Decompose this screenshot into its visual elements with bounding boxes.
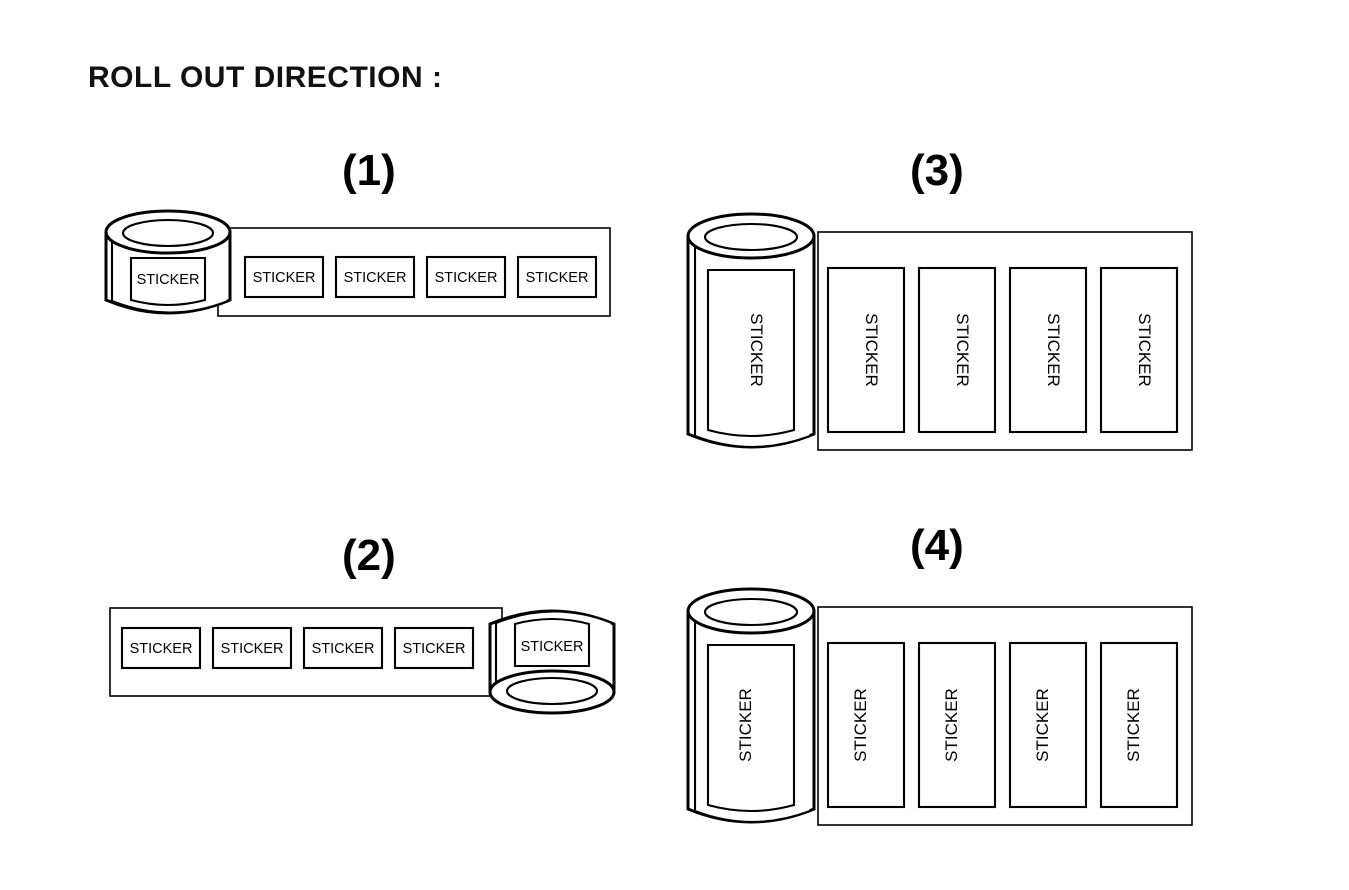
figure-1-number: (1) [342,146,396,195]
figure-1-label-box-3 [334,255,416,299]
figure-1-label-text-1: STICKER [137,272,200,288]
figure-roll-out-direction-2: (2) STICKER STICKER STICKER STICKER STIC… [90,525,630,735]
figure-3-label-text-1: STICKER [747,313,766,387]
figure-4-label-text-4: STICKER [1033,688,1052,762]
figure-3-label-box-3 [917,266,997,434]
page-title: ROLL OUT DIRECTION : [88,61,443,94]
figure-4-label-text-5: STICKER [1124,688,1143,762]
figure-3-roll-core-hole [703,222,799,252]
figure-roll-out-direction-4: (4) STICKER STICKER STICKER STICKER STIC… [670,515,1210,855]
figure-1-label-box-2 [243,255,325,299]
figure-2-illustration: STICKER STICKER STICKER STICKER STICKER [109,607,616,715]
figure-3-illustration: STICKER STICKER STICKER STICKER STICKER [686,212,1193,451]
figure-3-number: (3) [910,146,964,195]
figure-3-label-box-on-roll [706,268,796,438]
figure-3-label-box-4 [1008,266,1088,434]
figure-4-label-box-5 [1099,641,1179,809]
figure-3-label-text-4: STICKER [1044,313,1063,387]
figure-2-label-text-5: STICKER [521,639,584,655]
figure-4-label-box-4 [1008,641,1088,809]
figure-4-label-box-on-roll [706,643,796,813]
figure-1-label-text-3: STICKER [344,270,407,286]
figure-1-roll-core-hole [121,218,215,248]
figure-2-label-box-1 [120,626,202,670]
figure-1-label-box-5 [516,255,598,299]
figure-2-label-box-3 [302,626,384,670]
figure-3-label-text-2: STICKER [862,313,881,387]
figure-4-label-text-1: STICKER [736,688,755,762]
figure-1-label-text-4: STICKER [435,270,498,286]
figure-2-roll-core-hole [505,676,599,706]
figure-2-label-box-on-roll [513,618,591,668]
figure-2-label-box-2 [211,626,293,670]
figure-1-label-box-4 [425,255,507,299]
figure-1-label-text-2: STICKER [253,270,316,286]
figure-3-label-text-5: STICKER [1135,313,1154,387]
figure-3-label-box-5 [1099,266,1179,434]
figure-4-roll-core-hole [703,597,799,627]
figure-2-label-text-2: STICKER [221,641,284,657]
figure-4-illustration: STICKER STICKER STICKER STICKER STICKER [686,587,1193,826]
figure-4-label-box-2 [826,641,906,809]
figure-4-label-text-2: STICKER [851,688,870,762]
figure-1-illustration: STICKER STICKER STICKER STICKER STICKER [104,209,611,317]
figure-4-number: (4) [910,521,964,570]
figure-1-label-box-on-roll [129,256,207,306]
figure-roll-out-direction-3: (3) STICKER STICKER STICKER STICKER STIC… [670,140,1210,480]
figure-4-label-text-3: STICKER [942,688,961,762]
figure-1-label-text-5: STICKER [526,270,589,286]
figure-3-label-text-3: STICKER [953,313,972,387]
figure-2-label-text-3: STICKER [312,641,375,657]
figure-3-label-box-2 [826,266,906,434]
figure-2-label-box-4 [393,626,475,670]
figure-2-label-text-1: STICKER [130,641,193,657]
figure-roll-out-direction-1: (1) STICKER STICKER STICKER STICKER STIC… [90,140,630,350]
figure-2-label-text-4: STICKER [403,641,466,657]
figure-4-label-box-3 [917,641,997,809]
figure-2-number: (2) [342,531,396,580]
